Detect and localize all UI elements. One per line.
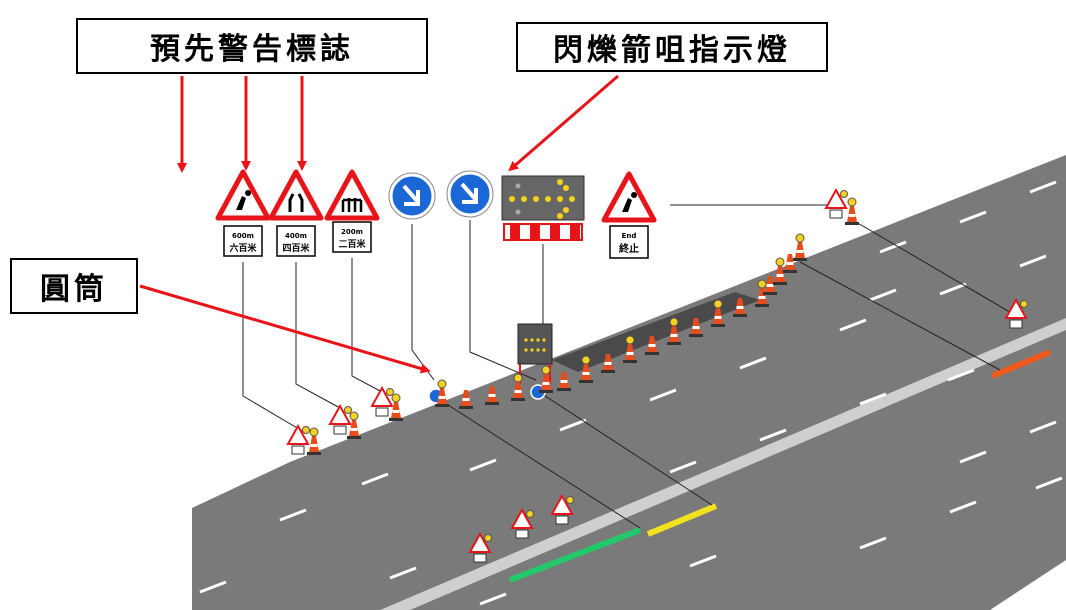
hard-shoulder-band — [380, 318, 1066, 610]
keep-right-sign-2 — [446, 170, 494, 218]
sign3-chinese: 二百米 — [338, 238, 366, 250]
leader-lines — [242, 204, 1021, 529]
pointer-arrows — [139, 74, 619, 374]
site-arrow-board — [517, 323, 553, 384]
warning-sign-600m: 600m 六百米 — [215, 169, 271, 257]
warning-sign-200m: 200m 二百米 — [324, 169, 380, 253]
end-label-zh: 終止 — [619, 242, 639, 255]
sign3-distance: 200m — [341, 228, 363, 236]
arrow-lamps — [509, 179, 575, 219]
yellow-marker — [646, 503, 718, 537]
closed-lane — [552, 292, 760, 372]
traffic-cone — [792, 233, 808, 262]
site-warning-sign-3 — [371, 387, 395, 417]
end-label-en: End — [622, 232, 637, 240]
end-of-works-sign: End 終止 — [601, 171, 657, 259]
traffic-cone — [844, 197, 860, 226]
site-warning-sign-2 — [329, 405, 353, 435]
advance-warning-signs-label: 預先警告標誌 — [76, 18, 428, 74]
warning-sign-400m: 400m 四百米 — [268, 169, 324, 257]
lane-markings — [199, 180, 1063, 606]
sign1-chinese: 六百米 — [229, 242, 257, 254]
traffic-cone — [388, 393, 404, 422]
traffic-cone-label: 圓筒 — [10, 258, 138, 314]
orange-marker — [990, 349, 1052, 379]
flashing-arrow-board — [501, 175, 585, 241]
sign2-chinese: 四百米 — [282, 242, 310, 254]
sign1-distance: 600m — [232, 232, 254, 240]
flashing-arrow-board-label: 閃爍箭咀指示燈 — [516, 22, 828, 72]
sign2-distance: 400m — [285, 232, 307, 240]
site-warning-sign-1 — [287, 425, 311, 455]
site-end-sign-upper — [825, 189, 849, 219]
keep-right-sign-1 — [388, 172, 436, 220]
green-marker — [508, 527, 642, 583]
carriageway — [192, 155, 1066, 610]
road-surface — [192, 155, 1066, 610]
